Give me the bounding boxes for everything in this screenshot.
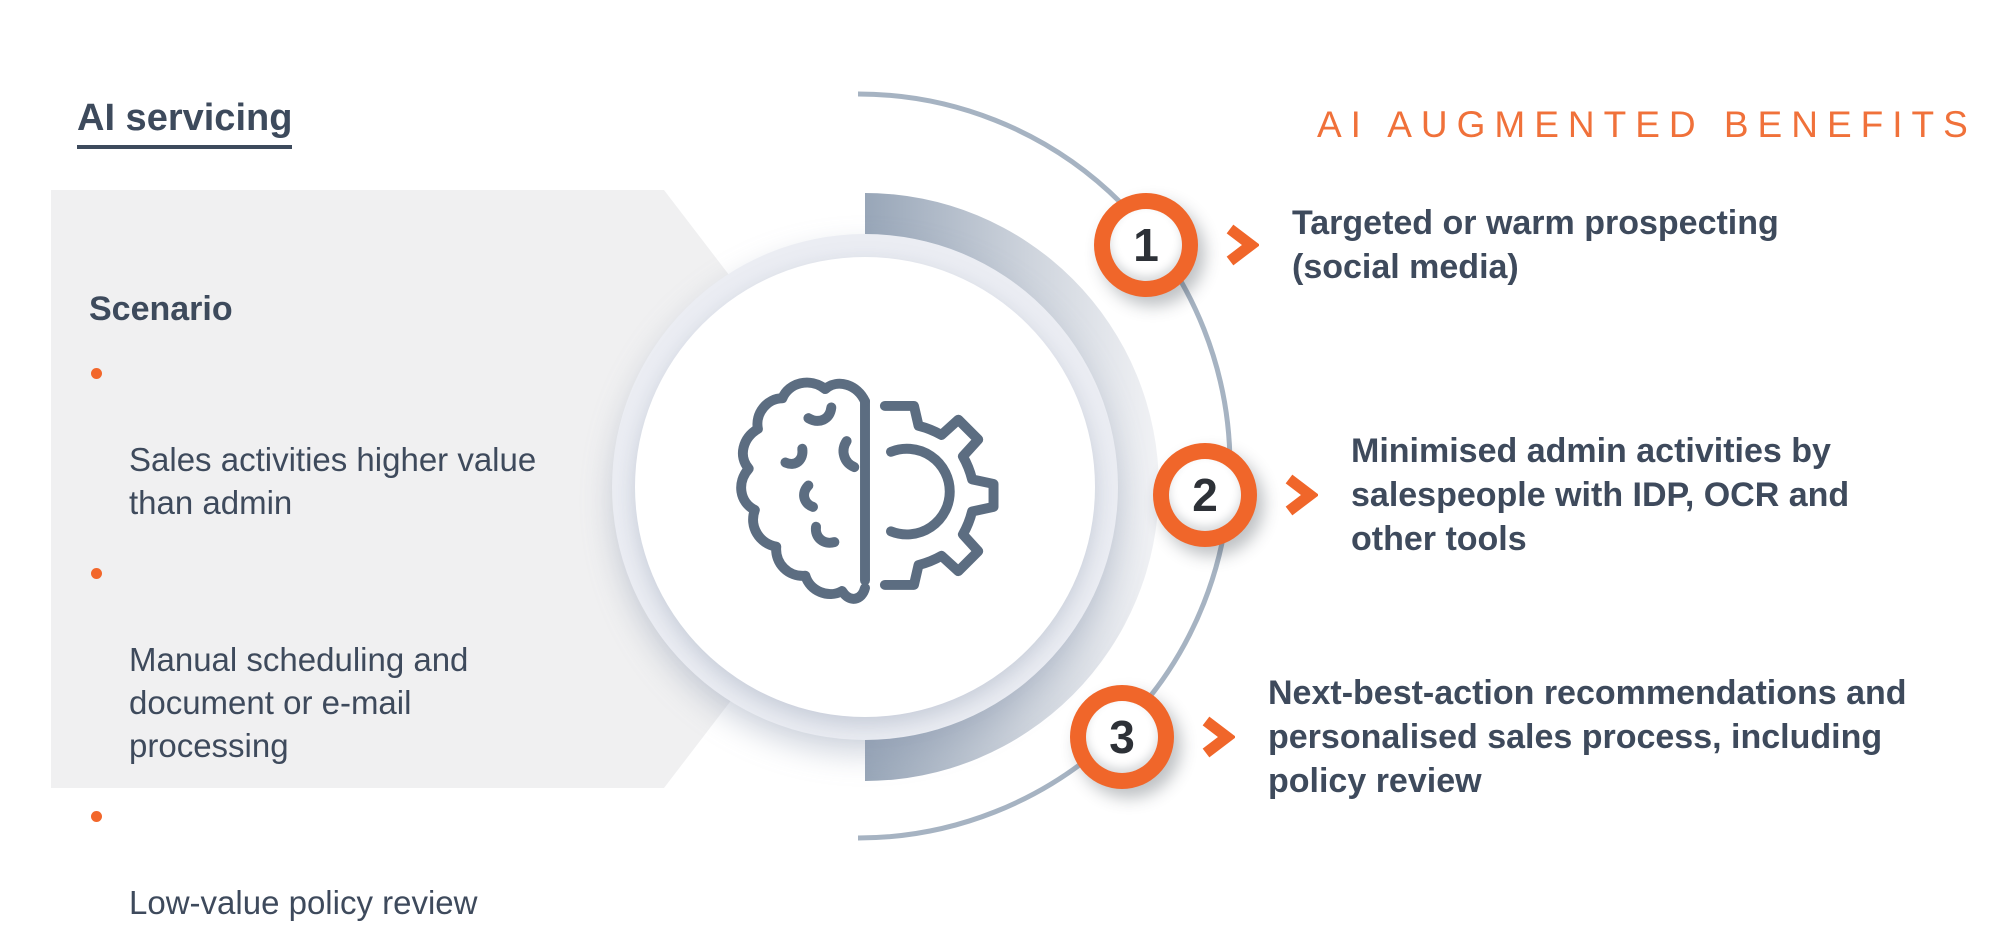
bullet-text: Manual scheduling and document or e-mail…: [129, 641, 469, 764]
page-title: AI servicing: [77, 97, 293, 149]
benefit-text: Targeted or warm prospecting (social med…: [1292, 204, 1779, 286]
bullet-dot-icon: [91, 568, 102, 579]
benefit-row-1: 1 Targeted or warm prospecting (social m…: [1094, 193, 1779, 297]
benefit-row-3: 3 Next-best-action recommendations and p…: [1070, 671, 1907, 803]
bullet-dot-icon: [91, 811, 102, 822]
scenario-bullet: Low-value policy review activities: [89, 795, 536, 929]
badge-number: 1: [1133, 219, 1159, 271]
scenario-bullet-list: Sales activities higher value than admin…: [89, 352, 536, 929]
bullet-text: Low-value policy review activities: [129, 884, 478, 929]
chevron-right-icon: [1202, 716, 1235, 758]
brain-gear-icon: [736, 377, 999, 604]
benefit-row-2: 2 Minimised admin activities by salespeo…: [1153, 429, 1849, 561]
benefit-text: Minimised admin activities by salespeopl…: [1351, 432, 1850, 558]
scenario-bullet: Manual scheduling and document or e-mail…: [89, 552, 536, 767]
bullet-text: Sales activities higher value than admin: [129, 441, 537, 521]
gradient-half-ring: [865, 193, 1159, 781]
bullet-dot-icon: [91, 368, 102, 379]
number-badge-1: 1: [1094, 193, 1198, 297]
number-badge-3: 3: [1070, 685, 1174, 789]
number-badge-2: 2: [1153, 443, 1257, 547]
badge-number: 2: [1192, 469, 1218, 521]
benefit-text: Next-best-action recommendations and per…: [1268, 674, 1907, 800]
number-badge-inner: 2: [1169, 459, 1241, 531]
number-badge-inner: 3: [1086, 701, 1158, 773]
chevron-right-icon: [1285, 474, 1318, 516]
chevron-right-icon: [1226, 224, 1259, 266]
benefits-heading: AI AUGMENTED BENEFITS: [1317, 104, 1977, 145]
number-badge-inner: 1: [1110, 209, 1182, 281]
badge-number: 3: [1109, 711, 1135, 763]
scenario-heading: Scenario: [89, 290, 233, 328]
scenario-bullet: Sales activities higher value than admin: [89, 352, 536, 524]
